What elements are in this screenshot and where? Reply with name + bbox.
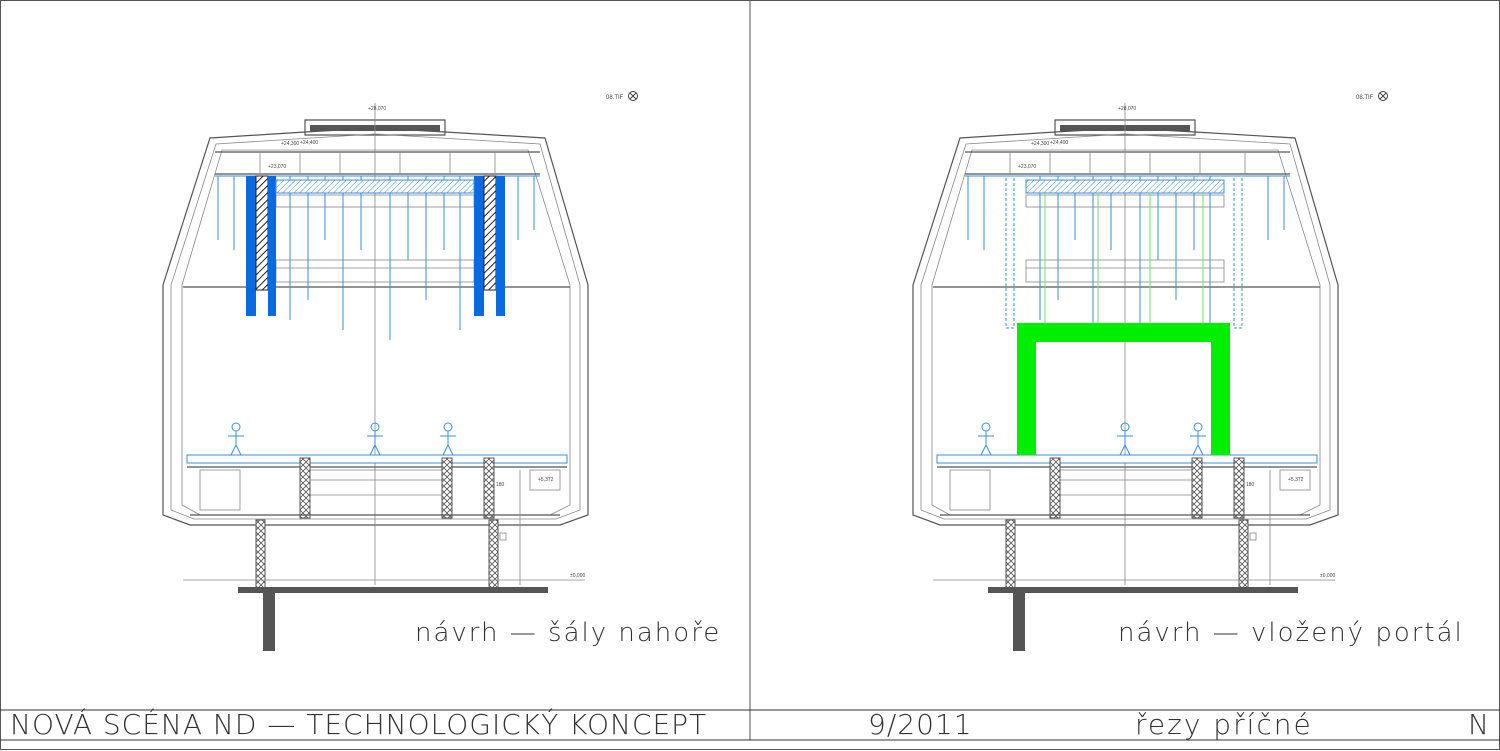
- drawing-stroke: [474, 176, 484, 316]
- column-right: [1238, 519, 1249, 591]
- human-figures: [978, 422, 1206, 456]
- drawing-stroke: [981, 422, 991, 432]
- drawing-stroke: [1249, 532, 1257, 541]
- drawing-stroke: [1044, 193, 1204, 323]
- panel-caption: návrh — šály nahoře: [415, 618, 721, 648]
- drawing-stroke: [483, 457, 495, 519]
- drawing-stroke: [275, 179, 475, 194]
- portal-supports: [1005, 175, 1243, 329]
- drawing-stroke: [255, 175, 269, 291]
- cross-circle-icon: [628, 91, 638, 101]
- drawing-stroke: [440, 431, 456, 456]
- level-label: +24,400: [300, 140, 318, 146]
- level-label: +23,070: [1018, 164, 1036, 170]
- sheet-date: 9/2011: [868, 708, 973, 741]
- file-tag: 08.TIF: [1356, 95, 1374, 101]
- level-label-top: +28,070: [368, 106, 386, 112]
- drawing-stroke: [499, 532, 507, 541]
- level-label-ground: ±0,000: [570, 573, 585, 579]
- drawing-stroke: [978, 431, 994, 456]
- drawing-stroke: [1233, 175, 1243, 329]
- stage-floor: [936, 454, 1318, 464]
- drawing-stroke: [246, 176, 256, 316]
- foundation: [988, 587, 1298, 593]
- file-tag: 08.TIF: [606, 95, 624, 101]
- level-label: +23,070: [268, 164, 286, 170]
- inserted-portal: [1017, 323, 1230, 455]
- foundation: [238, 587, 548, 593]
- building-section: +28,070 +24,300 +24,400 +23,070 180 +5,3…: [162, 91, 638, 651]
- drawing-stroke: [628, 91, 638, 101]
- drawing-stroke: [1117, 431, 1133, 456]
- sheet-name: řezy příčné: [1135, 708, 1313, 741]
- drawing-stroke: [1191, 457, 1203, 519]
- level-label: +5,372: [1288, 477, 1304, 483]
- panel-caption: návrh — vložený portál: [1118, 618, 1464, 648]
- level-label: +24,300: [1031, 141, 1049, 147]
- drawing-stroke: [1025, 259, 1225, 283]
- drawing-stroke: [496, 176, 505, 316]
- column-left: [1005, 519, 1016, 591]
- drawing-stroke: [268, 176, 276, 316]
- drawing-stroke: [1025, 179, 1225, 194]
- human-figures: [228, 422, 456, 456]
- drawing-stroke: [1009, 152, 1246, 174]
- level-label-ground: ±0,000: [1320, 573, 1335, 579]
- project-title: NOVÁ SCÉNA ND — TECHNOLOGICKÝ KONCEPT: [10, 707, 707, 741]
- column-right: [488, 519, 499, 591]
- sheet-mark: N: [1468, 708, 1489, 741]
- outer-shell: [162, 127, 589, 526]
- stage-floor: [186, 454, 568, 464]
- level-label: +24,400: [1050, 140, 1068, 146]
- building-section: +28,070 +24,300 +24,400 +23,070 180 +5,3…: [912, 91, 1388, 651]
- drawing-stroke: [1193, 422, 1203, 432]
- drawing-stroke: [231, 422, 241, 432]
- drawing-stroke: [443, 422, 453, 432]
- drawing-stroke: [299, 457, 311, 519]
- drawing-stroke: [949, 469, 991, 511]
- drawing-stroke: [309, 469, 443, 516]
- drawing-stroke: [1378, 91, 1388, 101]
- foundation-pier: [263, 593, 275, 651]
- section-panel-left: +28,070 +24,300 +24,400 +23,070 180 +5,3…: [162, 91, 721, 651]
- drawing-stroke: [1279, 469, 1311, 491]
- drawing-stroke: [1025, 194, 1225, 208]
- level-label: 180: [1246, 482, 1255, 488]
- drawing-stroke: [1049, 457, 1061, 519]
- level-label: +5,372: [538, 477, 554, 483]
- drawing-stroke: [1379, 92, 1387, 100]
- level-label-top: +28,070: [1118, 106, 1136, 112]
- drawing-stroke: [483, 175, 497, 291]
- drawing-stroke: [1233, 457, 1245, 519]
- drawing-stroke: [629, 92, 637, 100]
- column-left: [255, 519, 266, 591]
- foundation-pier: [1013, 593, 1025, 651]
- section-panel-right: +28,070 +24,300 +24,400 +23,070 180 +5,3…: [912, 91, 1464, 651]
- roof-cap: [1054, 119, 1196, 136]
- roof-cap: [304, 119, 446, 136]
- drawing-stroke: [228, 431, 244, 456]
- level-label: 180: [496, 482, 505, 488]
- blue-borders: [246, 175, 505, 316]
- level-label: +24,300: [281, 141, 299, 147]
- drawing-stroke: [920, 133, 1331, 520]
- outer-shell: [912, 127, 1339, 526]
- drawing-stroke: [170, 133, 581, 520]
- drawing-stroke: [441, 457, 453, 519]
- drawing-stroke: [367, 431, 383, 456]
- drawing-stroke: [199, 469, 241, 511]
- drawing-stroke: [1005, 175, 1015, 329]
- drawing-stroke: [1059, 469, 1193, 516]
- drawing-stroke: [529, 469, 561, 491]
- drawing-stroke: [1190, 431, 1206, 456]
- cross-circle-icon: [1378, 91, 1388, 101]
- drawing-stroke: [259, 152, 496, 174]
